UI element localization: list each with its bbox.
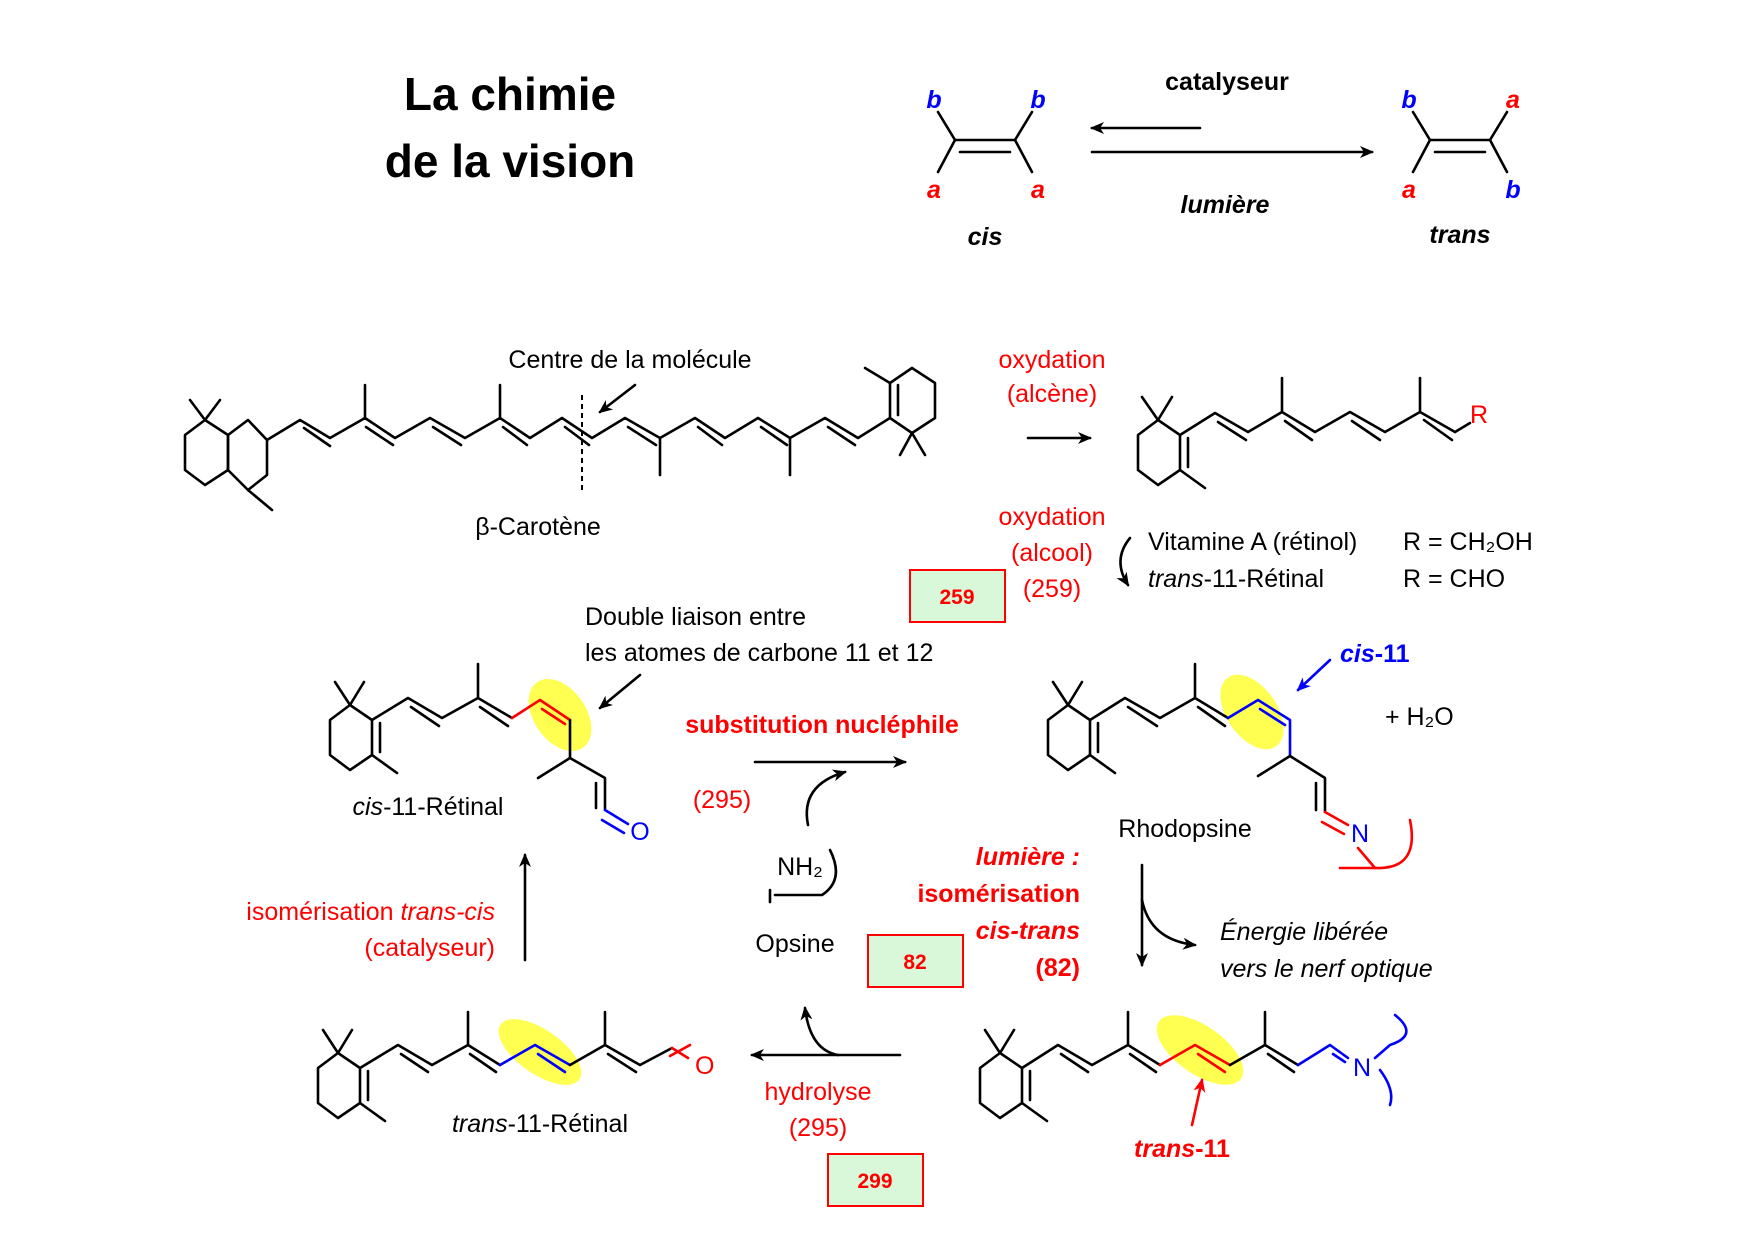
oxidation-alkene-line-1: oxydation	[998, 346, 1105, 374]
trans-sub-a-left: a	[1402, 176, 1416, 204]
trans-retinal-oxygen: O	[695, 1052, 714, 1080]
cis-alkene: b b a a cis	[926, 86, 1045, 251]
vitamin-a-line: Vitamine A (rétinol)	[1148, 528, 1357, 556]
trans-retinal-structure: O trans-11-Rétinal	[316, 1010, 714, 1138]
rhodopsin-cis11-label: cis-11	[1340, 640, 1410, 668]
trans11-structure: N trans-11	[978, 1010, 1408, 1163]
cis-retinal-name: cis-11-Rétinal	[353, 793, 504, 821]
light-iso-line-3: cis-trans	[976, 917, 1080, 945]
equilibrium-arrows: catalyseur lumière	[1090, 68, 1374, 219]
opsin-amine: NH₂	[777, 853, 823, 881]
trans-alkene: b a a b trans	[1401, 86, 1520, 249]
trans-retinal-name: trans-11-Rétinal	[452, 1110, 628, 1138]
substitution-ref: (295)	[693, 786, 751, 814]
cis-retinal-structure: O cis-11-Rétinal	[328, 662, 650, 846]
badge-299-text: 299	[857, 1170, 892, 1193]
vitamin-a-r: R = CH₂OH	[1403, 528, 1533, 556]
oxidation-alcohol-line-1: oxydation	[998, 503, 1105, 531]
title-line-2: de la vision	[385, 135, 636, 187]
water-label: + H₂O	[1385, 703, 1454, 731]
hydrolysis-step: hydrolyse (295)	[750, 1006, 902, 1142]
substitution-step: substitution nucléphile (295) NH₂ Opsine	[685, 711, 959, 958]
hydrolysis-line-2: (295)	[789, 1114, 847, 1142]
vitamin-a-legend: Vitamine A (rétinol) R = CH₂OH trans-11-…	[1148, 528, 1533, 593]
beta-carotene-structure: Centre de la molécule β-Carotène	[183, 346, 937, 541]
trans11-nitrogen: N	[1353, 1054, 1371, 1082]
oxidation-alcohol-step: oxydation (alcool) (259)	[998, 503, 1132, 603]
molecule-center-label: Centre de la molécule	[508, 346, 751, 374]
cis-label: cis	[968, 223, 1003, 251]
oxidation-alcohol-line-2: (alcool)	[1011, 539, 1093, 567]
catalyst-label: catalyseur	[1165, 68, 1289, 96]
rhodopsin-structure: N cis-11 + H₂O Rhodopsine	[1046, 640, 1454, 870]
cis-sub-b-right: b	[1030, 86, 1045, 114]
iso-trans-cis-line-2: (catalyseur)	[364, 934, 495, 962]
iso-trans-cis-line-1: isomérisation trans-cis	[246, 898, 495, 926]
badge-82-text: 82	[903, 951, 926, 974]
trans-label: trans	[1429, 221, 1490, 249]
trans-retinal-line: trans-11-Rétinal	[1148, 565, 1324, 593]
badge-259-text: 259	[939, 586, 974, 609]
energy-line-2: vers le nerf optique	[1220, 955, 1433, 983]
substitution-label: substitution nucléphile	[685, 711, 959, 739]
double-bond-note-line-1: Double liaison entre	[585, 603, 806, 631]
beta-carotene-name: β-Carotène	[475, 513, 601, 541]
opsin-name: Opsine	[755, 930, 834, 958]
trans-sub-a-right: a	[1506, 86, 1520, 114]
double-bond-note: Double liaison entre les atomes de carbo…	[585, 603, 933, 710]
trans-sub-b-right: b	[1505, 176, 1520, 204]
light-iso-line-1: lumière :	[976, 843, 1080, 871]
oxidation-alcohol-line-3: (259)	[1023, 575, 1081, 603]
badge-82[interactable]: 82	[867, 934, 964, 988]
rhodopsin-nitrogen: N	[1351, 820, 1369, 848]
cis-sub-a-right: a	[1031, 176, 1045, 204]
trans11-label: trans-11	[1134, 1135, 1230, 1163]
trans-cis-isomerization-step: isomérisation trans-cis (catalyseur)	[246, 853, 531, 962]
cis-retinal-oxygen: O	[630, 818, 649, 846]
trans-sub-b-left: b	[1401, 86, 1416, 114]
oxidation-alkene-step: oxydation (alcène)	[998, 346, 1106, 444]
hydrolysis-line-1: hydrolyse	[765, 1078, 872, 1106]
cis-sub-a-left: a	[927, 176, 941, 204]
trans-retinal-r: R = CHO	[1403, 565, 1505, 593]
rhodopsin-name: Rhodopsine	[1118, 815, 1251, 843]
page-title: La chimie de la vision	[385, 68, 636, 187]
oxidation-alkene-line-2: (alcène)	[1007, 380, 1097, 408]
retinoid-r-structure: R	[1136, 376, 1488, 490]
light-label: lumière	[1181, 191, 1270, 219]
badge-259[interactable]: 259	[909, 569, 1006, 623]
light-iso-line-4: (82)	[1036, 954, 1080, 982]
light-isomerization-step: lumière : isomérisation cis-trans (82) É…	[917, 843, 1432, 983]
light-iso-line-2: isomérisation	[917, 880, 1080, 908]
badge-299[interactable]: 299	[827, 1153, 924, 1207]
r-group-label: R	[1470, 401, 1488, 429]
cis-sub-b-left: b	[926, 86, 941, 114]
double-bond-note-line-2: les atomes de carbone 11 et 12	[585, 639, 933, 667]
title-line-1: La chimie	[404, 68, 616, 120]
energy-line-1: Énergie libérée	[1220, 917, 1388, 946]
